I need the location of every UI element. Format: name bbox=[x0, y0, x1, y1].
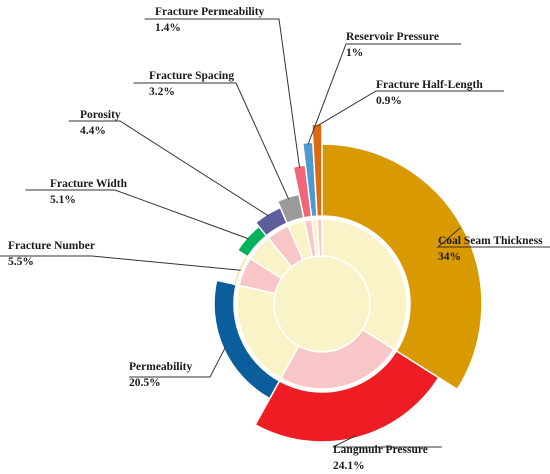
inner-segment-fracture-half-length bbox=[316, 218, 323, 257]
label-value-fracture-half-length: 0.9% bbox=[376, 95, 402, 107]
label-value-fracture-width: 5.1% bbox=[50, 194, 76, 206]
leader-langmuir-pressure bbox=[332, 435, 442, 448]
label-value-porosity: 4.4% bbox=[80, 125, 106, 137]
leader-lines bbox=[0, 18, 550, 448]
inner-segment-coal-seam-thickness bbox=[321, 218, 408, 351]
label-name-fracture-width: Fracture Width bbox=[50, 178, 128, 190]
leader-fracture-half-length bbox=[316, 90, 504, 127]
label-value-coal-seam-thickness: 34% bbox=[438, 251, 461, 263]
slice-permeability bbox=[213, 279, 281, 400]
label-name-porosity: Porosity bbox=[80, 109, 121, 121]
label-value-langmuir-pressure: 24.1% bbox=[333, 460, 365, 472]
leader-fracture-number bbox=[0, 255, 241, 271]
label-name-permeability: Permeability bbox=[129, 361, 192, 373]
label-name-fracture-number: Fracture Number bbox=[8, 240, 95, 252]
label-name-reservoir-pressure: Reservoir Pressure bbox=[346, 31, 439, 43]
label-value-reservoir-pressure: 1% bbox=[346, 47, 363, 59]
label-value-fracture-spacing: 3.2% bbox=[149, 86, 175, 98]
label-name-fracture-permeability: Fracture Permeability bbox=[155, 6, 265, 18]
leader-permeability bbox=[129, 347, 226, 378]
outer-ring bbox=[213, 123, 483, 443]
leader-fracture-width bbox=[25, 189, 249, 240]
leader-reservoir-pressure bbox=[307, 43, 462, 145]
leader-fracture-spacing bbox=[133, 82, 290, 200]
slice-labels: Coal Seam Thickness 34% Langmuir Pressure 2… bbox=[8, 6, 543, 472]
label-name-coal-seam-thickness: Coal Seam Thickness bbox=[438, 235, 543, 247]
label-value-fracture-permeability: 1.4% bbox=[155, 22, 181, 34]
leader-fracture-permeability bbox=[144, 18, 301, 168]
leader-coal-seam-thickness bbox=[436, 227, 550, 248]
label-name-fracture-half-length: Fracture Half-Length bbox=[376, 79, 483, 91]
label-value-fracture-number: 5.5% bbox=[8, 256, 34, 268]
slice-coal-seam-thickness bbox=[321, 143, 483, 391]
inner-ring bbox=[236, 218, 408, 390]
label-value-permeability: 20.5% bbox=[129, 377, 161, 389]
slice-langmuir-pressure bbox=[254, 349, 440, 443]
label-name-langmuir-pressure: Langmuir Pressure bbox=[333, 444, 428, 456]
label-name-fracture-spacing: Fracture Spacing bbox=[149, 70, 234, 82]
leader-porosity bbox=[68, 120, 269, 217]
